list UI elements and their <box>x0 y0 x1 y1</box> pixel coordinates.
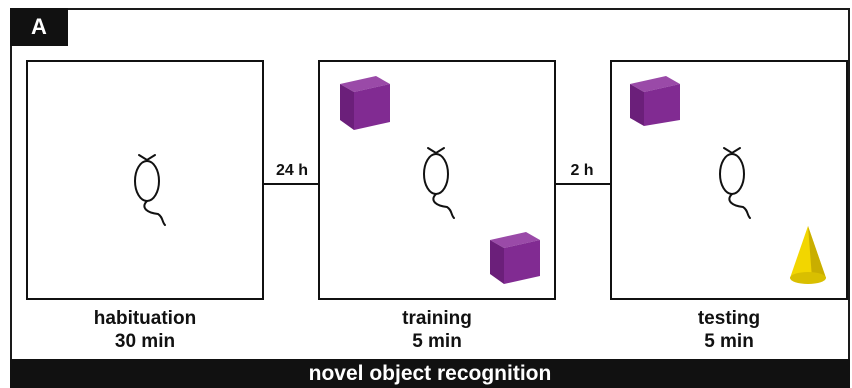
stage-duration: 5 min <box>704 331 754 352</box>
panel-label: A <box>10 8 68 46</box>
cube-icon <box>630 76 680 126</box>
cone-icon <box>790 226 826 284</box>
stage-duration: 30 min <box>114 331 176 352</box>
interval-connector-2h <box>554 183 610 185</box>
mouse-icon <box>134 154 166 226</box>
mouse-icon <box>423 147 455 219</box>
stage-name: testing <box>697 308 761 329</box>
footer-title: novel object recognition <box>10 359 850 388</box>
arena-testing-drawing <box>630 76 826 284</box>
stage-caption-training: training 5 min <box>318 307 556 353</box>
stage-name: habituation <box>93 308 197 329</box>
arena-training <box>318 60 556 300</box>
mouse-icon <box>719 147 751 219</box>
cube-icon <box>340 76 390 130</box>
stage-caption-testing: testing 5 min <box>610 307 848 353</box>
arena-habituation <box>26 60 264 300</box>
stage-duration: 5 min <box>412 331 462 352</box>
interval-label-24h: 24 h <box>275 162 308 179</box>
interval-connector-24h <box>264 183 318 185</box>
interval-label-2h: 2 h <box>570 162 594 179</box>
arena-training-drawing <box>340 76 540 284</box>
cube-icon <box>490 232 540 284</box>
arena-testing <box>610 60 848 300</box>
stage-name: training <box>402 308 472 329</box>
stage-caption-habituation: habituation 30 min <box>26 307 264 353</box>
